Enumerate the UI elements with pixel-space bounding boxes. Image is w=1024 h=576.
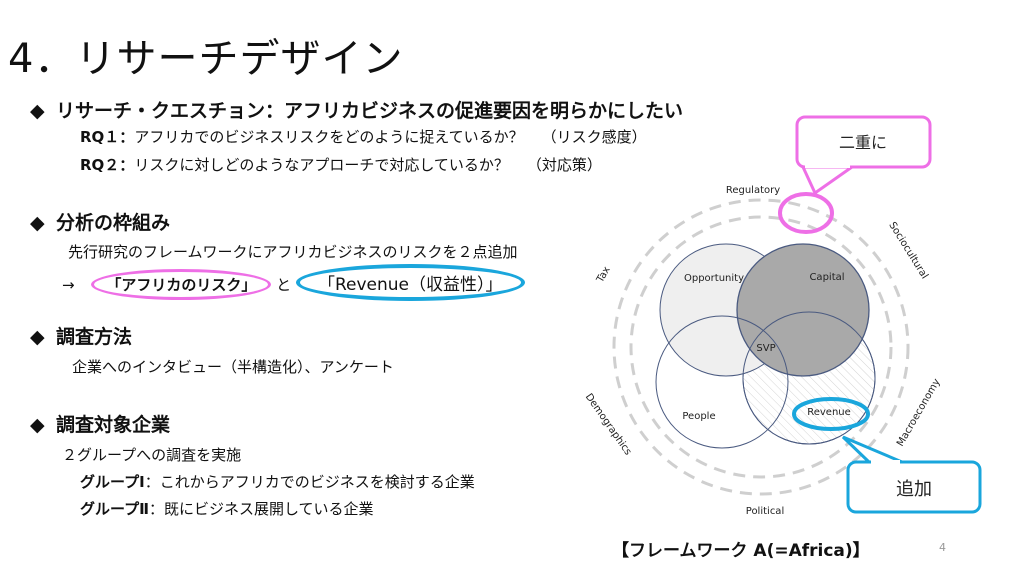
group1-line: グループⅠ：これからアフリカでのビジネスを検討する企業: [80, 471, 475, 492]
highlight-africa-risk: 「アフリカのリスク」: [91, 269, 272, 300]
arrow: →: [62, 276, 75, 294]
rq1-line: RQ１：アフリカでのビジネスリスクをどのように捉えているか？ （リスク感度）: [80, 126, 647, 147]
framework-line: 先行研究のフレームワークにアフリカビジネスのリスクを２点追加: [68, 243, 518, 261]
label-tax: Tax: [594, 265, 612, 286]
group2-text: ：既にビジネス展開している企業: [148, 500, 374, 518]
section-heading: 調査方法: [56, 326, 133, 348]
section-heading: リサーチ・クエスチョン：アフリカビジネスの促進要因を明らかにしたい: [56, 100, 684, 122]
blue-callout-box: [846, 460, 982, 514]
highlight-revenue: 「Revenue（収益性）」: [295, 264, 525, 301]
outer-dashed-ring: [612, 198, 910, 496]
pink-callout-box: [795, 115, 932, 169]
framework-additions: → 「アフリカのリスク」 と 「Revenue（収益性）」: [62, 264, 525, 301]
label-political: Political: [746, 506, 784, 517]
label-regulatory: Regulatory: [726, 185, 780, 196]
blue-callout-tail: [841, 435, 903, 464]
section-targets: ◆ 調査対象企業: [30, 410, 170, 437]
diamond-bullet-icon: ◆: [30, 414, 45, 436]
section-research-question: ◆ リサーチ・クエスチョン：アフリカビジネスの促進要因を明らかにしたい: [30, 96, 683, 123]
pink-callout-tail: [801, 165, 853, 196]
revenue-circle-outline: [742, 311, 876, 445]
diamond-bullet-icon: ◆: [30, 212, 45, 234]
blue-callout-text: 追加: [896, 479, 932, 500]
label-people: People: [682, 411, 715, 422]
rq1-note: （リスク感度）: [541, 128, 647, 146]
rq2-note: （対応策）: [526, 156, 602, 174]
inner-dashed-ring: [629, 215, 893, 479]
people-circle: [655, 315, 789, 449]
pink-callout-text: 二重に: [839, 133, 887, 152]
rq2-text: リスクに対しどのようなアプローチで対応しているか？: [134, 156, 509, 174]
capital-circle: [736, 243, 870, 377]
diamond-bullet-icon: ◆: [30, 326, 45, 348]
section-framework: ◆ 分析の枠組み: [30, 208, 170, 235]
diamond-bullet-icon: ◆: [30, 100, 45, 122]
rq1-text: アフリカでのビジネスリスクをどのように捉えているか？: [134, 128, 524, 146]
section-heading: 分析の枠組み: [56, 212, 171, 234]
pink-highlight-ellipse: [778, 192, 834, 234]
rq1-label: RQ１：: [80, 128, 135, 146]
method-line: 企業へのインタビュー（半構造化）、アンケート: [72, 358, 394, 376]
label-opportunity: Opportunity: [684, 273, 744, 284]
label-svp: SVP: [756, 343, 775, 354]
group2-line: グループⅡ：既にビジネス展開している企業: [80, 498, 374, 519]
page-number: 4: [939, 541, 946, 554]
group1-text: ：これからアフリカでのビジネスを検討する企業: [144, 473, 475, 491]
blue-highlight-ellipse: [792, 397, 870, 431]
section-method: ◆ 調査方法: [30, 322, 132, 349]
label-revenue: Revenue: [807, 407, 851, 418]
group1-label: グループⅠ: [80, 473, 145, 491]
diagram-caption: 【フレームワーク A(=Africa)】: [612, 541, 870, 561]
section-heading: 調査対象企業: [56, 414, 171, 436]
group2-label: グループⅡ: [80, 500, 149, 518]
rq2-line: RQ２：リスクに対しどのようなアプローチで対応しているか？ （対応策）: [80, 154, 602, 175]
label-capital: Capital: [809, 272, 844, 283]
connector: と: [276, 276, 292, 294]
label-sociocultural: Sociocultural: [886, 220, 930, 281]
targets-line: ２グループへの調査を実施: [62, 446, 242, 464]
slide-title: 4．リサーチデザイン: [8, 36, 404, 82]
rq2-label: RQ２：: [80, 156, 135, 174]
